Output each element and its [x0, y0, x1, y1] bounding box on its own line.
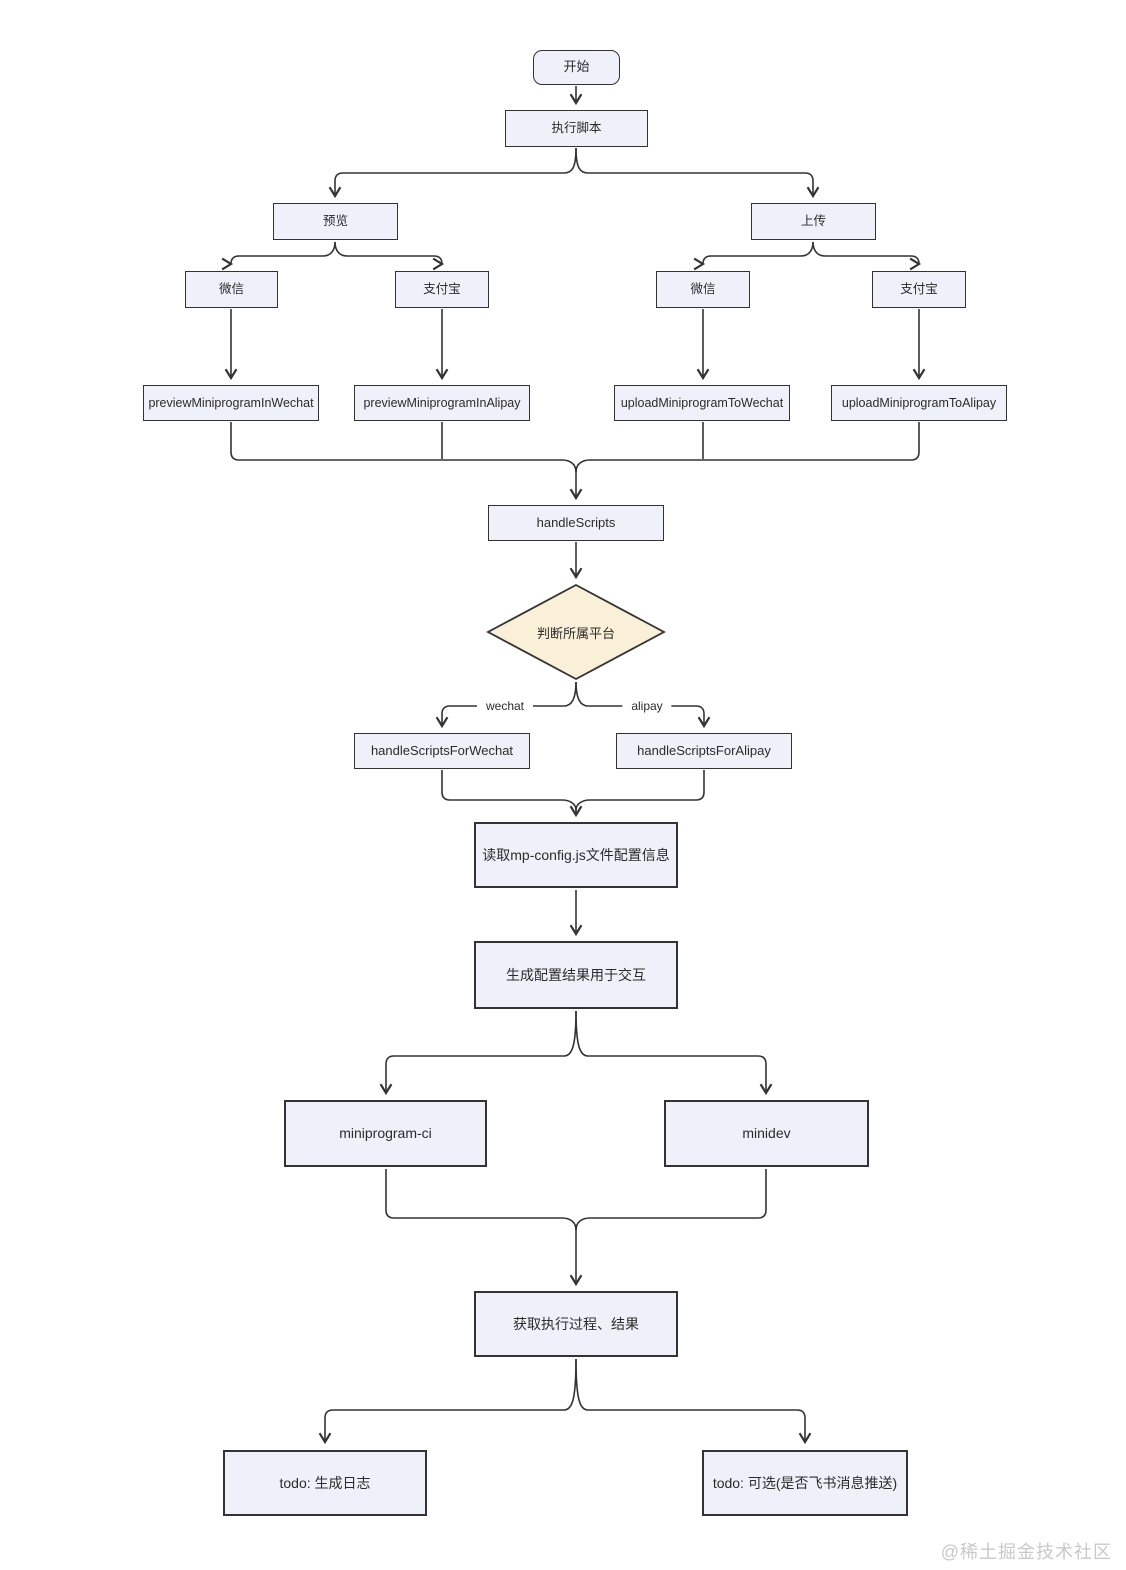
node-upload-wechat: 微信: [656, 271, 750, 308]
node-start: 开始: [533, 50, 620, 85]
edge-merge-left-outer: [230, 422, 577, 473]
edge-run-script-to-preview: [328, 147, 577, 199]
node-upload-alipay: 支付宝: [872, 271, 966, 308]
node-todo-feishu-push: todo: 可选(是否飞书消息推送): [702, 1450, 908, 1516]
node-run-script: 执行脚本: [505, 110, 648, 147]
edge-preview-to-alipay: [334, 241, 449, 267]
decision-diamond-shape: [486, 583, 666, 681]
edge-run-script-to-upload: [575, 147, 820, 199]
node-fn-upload-miniprogram-to-wechat: uploadMiniprogramToWechat: [614, 385, 790, 421]
node-upload: 上传: [751, 203, 876, 240]
node-fn-preview-miniprogram-in-alipay: previewMiniprogramInAlipay: [354, 385, 530, 421]
edge-merge-right-outer: [575, 422, 920, 473]
node-miniprogram-ci: miniprogram-ci: [284, 1100, 487, 1167]
edge-label-alipay: alipay: [622, 699, 672, 713]
node-read-mp-config: 读取mp-config.js文件配置信息: [474, 822, 678, 888]
edge-get-result-to-todo-log: [318, 1358, 577, 1445]
node-get-execution-result: 获取执行过程、结果: [474, 1291, 678, 1357]
node-fn-upload-miniprogram-to-alipay: uploadMiniprogramToAlipay: [831, 385, 1007, 421]
edge-get-result-to-todo-feishu: [575, 1358, 812, 1445]
edge-preview-to-wechat: [224, 241, 336, 267]
edge-hs-wechat-merge: [441, 770, 577, 811]
edge-decision-to-hs-wechat: [435, 681, 577, 729]
node-decision-platform: 判断所属平台: [536, 625, 615, 641]
edge-hs-alipay-merge: [575, 770, 705, 811]
edge-decision-to-hs-alipay: [575, 681, 711, 729]
node-handle-scripts: handleScripts: [488, 505, 664, 541]
node-preview-alipay: 支付宝: [395, 271, 489, 308]
edge-upload-to-alipay: [812, 241, 926, 267]
edge-upload-to-wechat: [696, 241, 814, 267]
edge-gen-to-miniprogram-ci: [379, 1010, 577, 1096]
watermark: @稀土掘金技术社区: [940, 1542, 1112, 1562]
node-todo-generate-log: todo: 生成日志: [223, 1450, 427, 1516]
edge-label-wechat: wechat: [476, 699, 534, 713]
edge-minidev-merge: [575, 1169, 767, 1231]
node-minidev: minidev: [664, 1100, 869, 1167]
edge-gen-to-minidev: [575, 1010, 773, 1096]
node-preview: 预览: [273, 203, 398, 240]
node-handle-scripts-for-wechat: handleScriptsForWechat: [354, 733, 530, 769]
node-preview-wechat: 微信: [185, 271, 278, 308]
node-fn-preview-miniprogram-in-wechat: previewMiniprogramInWechat: [143, 385, 319, 421]
edge-miniprogram-ci-merge: [385, 1169, 577, 1231]
node-generate-config-result: 生成配置结果用于交互: [474, 941, 678, 1009]
node-handle-scripts-for-alipay: handleScriptsForAlipay: [616, 733, 792, 769]
